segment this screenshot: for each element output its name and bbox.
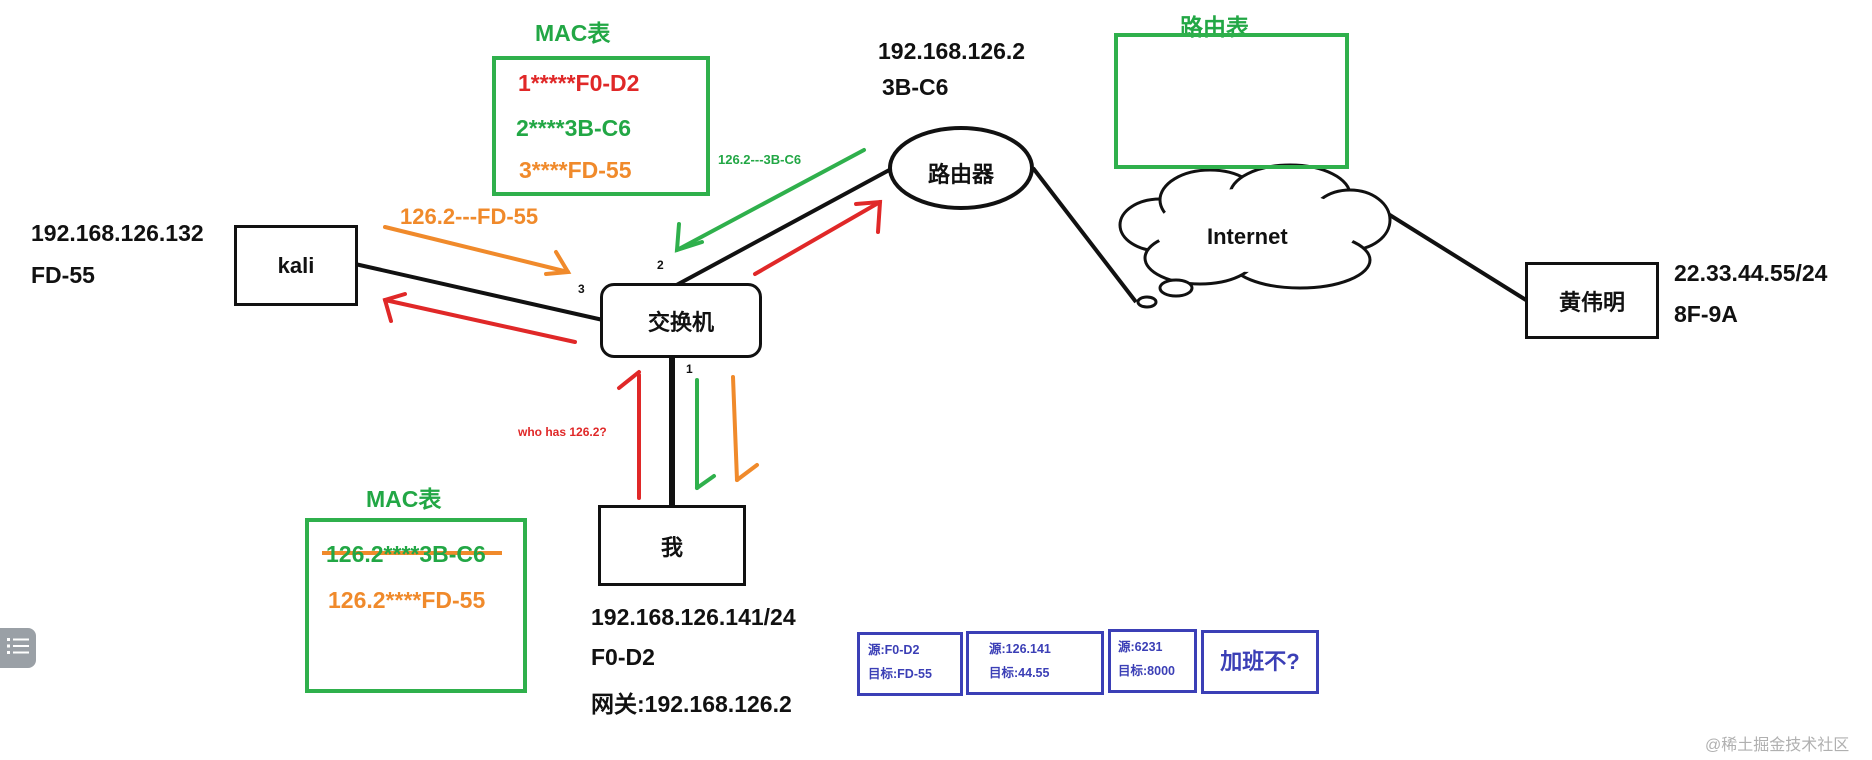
switch-label: 交换机 bbox=[647, 309, 714, 335]
arrow-me-to-switch bbox=[617, 370, 641, 500]
link-internet-host bbox=[1383, 210, 1528, 302]
kali-mac: FD-55 bbox=[31, 262, 95, 288]
me-ip: 192.168.126.141/24 bbox=[591, 604, 796, 630]
packet-mac-src: 源:F0-D2 bbox=[868, 643, 920, 657]
packet-ip-dst: 目标:44.55 bbox=[989, 665, 1050, 680]
me-node: 我 bbox=[598, 505, 746, 586]
mac-table-top-entry-1: 1*****F0-D2 bbox=[518, 70, 640, 96]
list-icon bbox=[7, 637, 29, 660]
arrow-kali-spoof bbox=[383, 225, 572, 276]
arrow-label-router-reply: 126.2---3B-C6 bbox=[718, 152, 802, 167]
switch-port-1: 1 bbox=[686, 362, 693, 376]
router-node bbox=[888, 126, 1034, 210]
arrow-switch-to-me-orange bbox=[731, 375, 759, 482]
remote-host-ip: 22.33.44.55/24 bbox=[1674, 260, 1828, 286]
mac-table-top-entry-2: 2****3B-C6 bbox=[516, 115, 632, 141]
packet-port-dst: 目标:8000 bbox=[1118, 663, 1175, 678]
arrow-router-reply bbox=[674, 148, 866, 253]
remote-host-node: 黄伟明 bbox=[1525, 262, 1659, 339]
internet-label: Internet bbox=[1207, 224, 1288, 249]
router-mac: 3B-C6 bbox=[882, 74, 949, 100]
arrow-switch-to-kali bbox=[382, 292, 577, 344]
router-ip: 192.168.126.2 bbox=[878, 38, 1026, 64]
switch-port-2: 2 bbox=[657, 258, 664, 272]
watermark: @稀土掘金技术社区 bbox=[1705, 737, 1850, 754]
packet-payload-text: 加班不? bbox=[1220, 649, 1300, 675]
internet-cloud bbox=[1118, 163, 1392, 309]
packet-port-header: 源:6231 目标:8000 bbox=[1108, 629, 1197, 693]
arrow-switch-to-me-green bbox=[695, 378, 716, 490]
link-router-internet bbox=[1031, 166, 1138, 304]
me-label: 我 bbox=[660, 534, 683, 560]
switch-node: 交换机 bbox=[600, 283, 762, 358]
mac-table-bottom-title: MAC表 bbox=[366, 486, 442, 512]
link-switch-router bbox=[670, 166, 894, 290]
router-table bbox=[1114, 33, 1349, 169]
arrow-label-arp-request: who has 126.2? bbox=[518, 425, 607, 439]
mac-table-bottom bbox=[305, 518, 527, 693]
link-kali-switch bbox=[354, 262, 604, 322]
mac-table-top bbox=[492, 56, 710, 196]
packet-mac-header: 源:F0-D2 目标:FD-55 bbox=[857, 632, 963, 696]
mac-table-top-entry-3: 3****FD-55 bbox=[519, 157, 632, 183]
kali-ip: 192.168.126.132 bbox=[31, 220, 204, 246]
packet-ip-header: 源:126.141 目标:44.55 bbox=[966, 631, 1104, 695]
kali-label: kali bbox=[277, 252, 315, 278]
remote-host-mac: 8F-9A bbox=[1674, 301, 1738, 327]
packet-port-src: 源:6231 bbox=[1118, 640, 1163, 654]
mac-table-bottom-entry-2: 126.2****FD-55 bbox=[328, 587, 486, 613]
router-label: 路由器 bbox=[928, 162, 995, 187]
packet-mac-dst: 目标:FD-55 bbox=[868, 666, 932, 681]
packet-payload: 加班不? bbox=[1201, 630, 1319, 694]
remote-host-label: 黄伟明 bbox=[1558, 289, 1625, 315]
mac-table-bottom-entry-1: 126.2****3B-C6 bbox=[326, 541, 486, 567]
side-menu-button[interactable] bbox=[0, 628, 36, 668]
kali-node: kali bbox=[234, 225, 358, 306]
me-mac: F0-D2 bbox=[591, 644, 655, 670]
switch-port-3: 3 bbox=[578, 282, 585, 296]
me-gateway: 网关:192.168.126.2 bbox=[591, 691, 792, 717]
mac-table-top-title: MAC表 bbox=[535, 20, 611, 46]
arrow-switch-to-router bbox=[753, 199, 883, 276]
packet-ip-src: 源:126.141 bbox=[989, 642, 1051, 656]
arrow-label-kali-spoof: 126.2---FD-55 bbox=[400, 204, 539, 229]
